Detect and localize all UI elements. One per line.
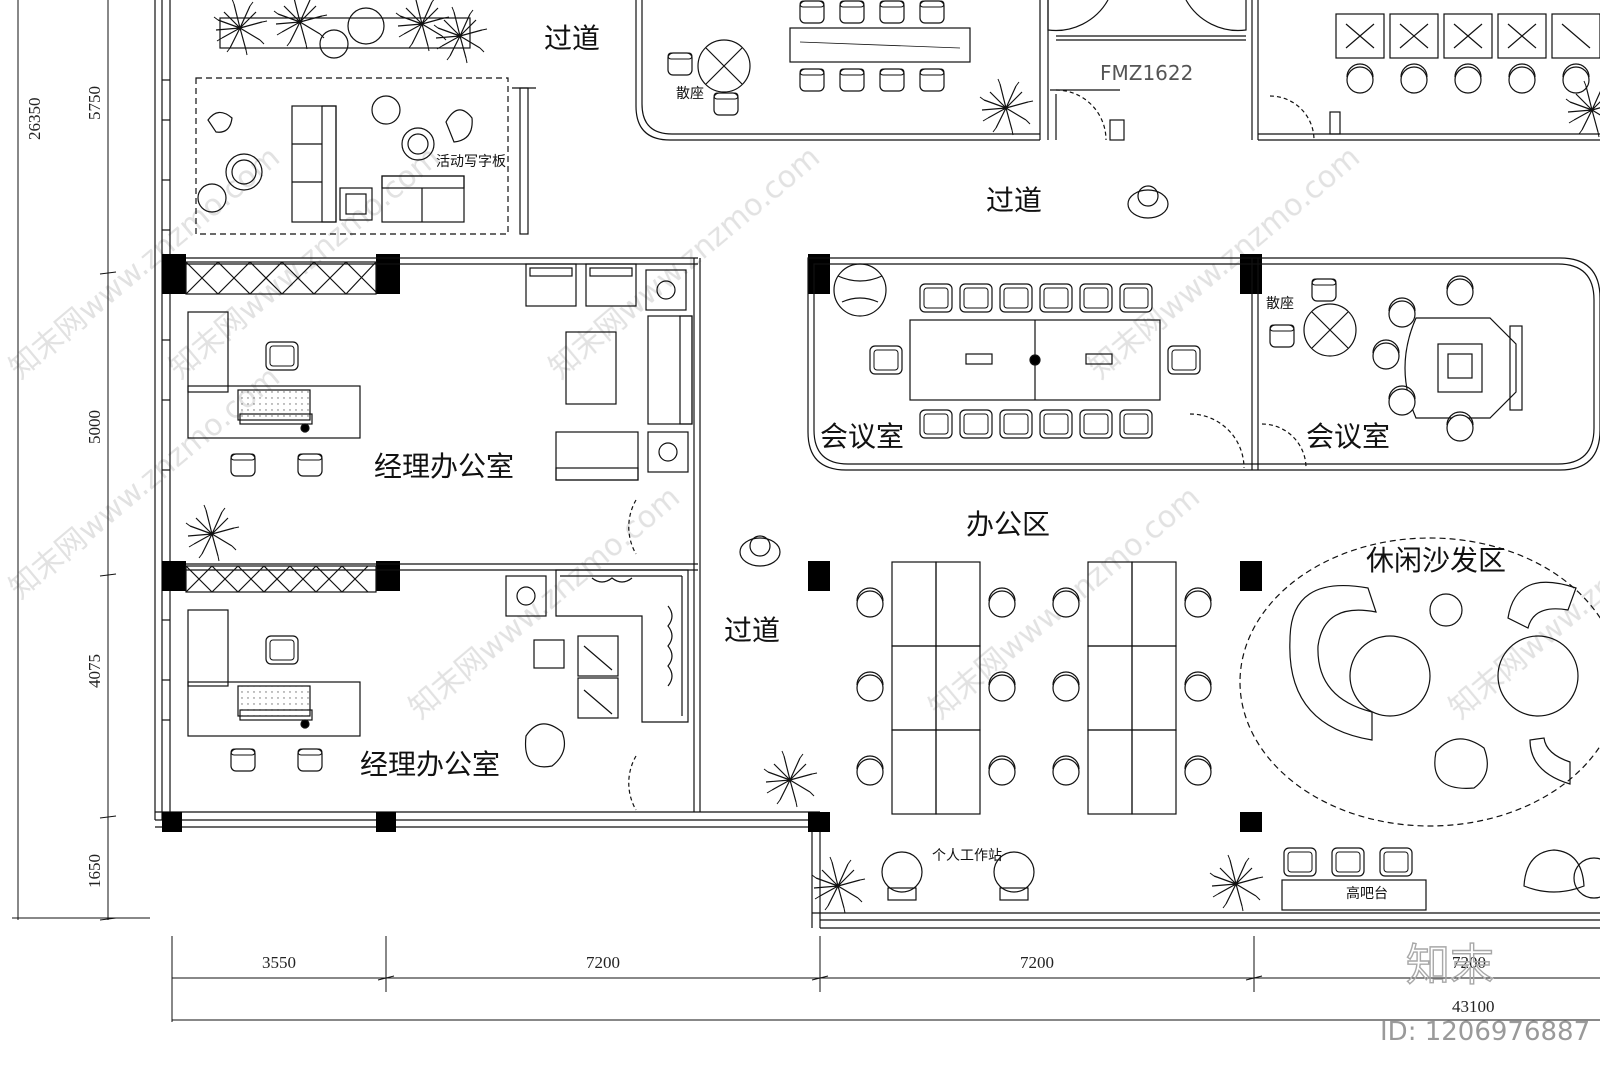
dimension-labels: 26350 5750 5000 4075 1650 3550 7200 7200…	[25, 86, 1495, 1016]
dim-vertical-segment-3: 4075	[85, 654, 104, 688]
dim-horizontal-segment-3: 7200	[1020, 953, 1054, 972]
activity-area	[195, 0, 536, 235]
label-fire-door: FMZ1622	[1100, 61, 1193, 85]
brand-watermark: 知末 ID: 1206976887	[1380, 939, 1590, 1047]
dim-vertical-segment-4: 1650	[85, 854, 104, 888]
office-area	[185, 185, 1212, 815]
label-activity-board: 活动写字板	[436, 154, 506, 170]
room-label-manager-office-1: 经理办公室	[374, 450, 514, 483]
dim-vertical-segment-1: 5750	[85, 86, 104, 120]
watermark-text: 知末网www.znzmo.com	[1083, 140, 1367, 386]
room-label-office-area: 办公区	[966, 508, 1050, 541]
room-label-lounge-area: 休闲沙发区	[1366, 544, 1506, 577]
room-label-meeting-room-1: 会议室	[820, 420, 904, 453]
label-casual-seat-1: 散座	[676, 86, 704, 102]
watermark-text: 知末网www.znzmo.com	[543, 140, 827, 386]
lounge-area	[1239, 537, 1600, 827]
dim-vertical-total: 26350	[25, 98, 44, 141]
room-label-corridor-top: 过道	[544, 22, 600, 55]
label-casual-seat-2: 散座	[1266, 296, 1294, 312]
bottom-strip	[811, 847, 1600, 914]
room-label-corridor-mid: 过道	[986, 184, 1042, 217]
dimension-lines	[12, 0, 1600, 1022]
watermark-text: 知末网www.znzmo.com	[403, 480, 687, 726]
dim-horizontal-segment-2: 7200	[586, 953, 620, 972]
structural-columns	[162, 254, 1262, 832]
labels: 过道 过道 过道 经理办公室 经理办公室 会议室 会议室 办公区 休闲沙发区 活…	[360, 22, 1506, 902]
exterior-walls	[154, 0, 1600, 929]
manager-office-1	[185, 257, 701, 560]
brand-logo: 知末	[1406, 940, 1494, 991]
watermark-text: 知末网www.znzmo.com	[3, 140, 287, 386]
label-high-bar: 高吧台	[1346, 885, 1388, 902]
label-personal-workstation: 个人工作站	[932, 848, 1002, 864]
room-label-corridor-left: 过道	[724, 614, 780, 647]
dim-horizontal-total: 43100	[1452, 997, 1495, 1016]
meeting-rooms	[807, 257, 1600, 471]
watermark-text: 知末网www.znzmo.com	[163, 140, 447, 386]
dim-horizontal-segment-1: 3550	[262, 953, 296, 972]
room-label-manager-office-2: 经理办公室	[360, 748, 500, 781]
room-label-meeting-room-2: 会议室	[1306, 420, 1390, 453]
image-id: ID: 1206976887	[1380, 1017, 1590, 1047]
dim-vertical-segment-2: 5000	[85, 410, 104, 444]
manager-office-2	[185, 560, 701, 812]
top-rooms	[635, 0, 1600, 141]
dim-horizontal-segment-4: 7200	[1452, 953, 1486, 972]
